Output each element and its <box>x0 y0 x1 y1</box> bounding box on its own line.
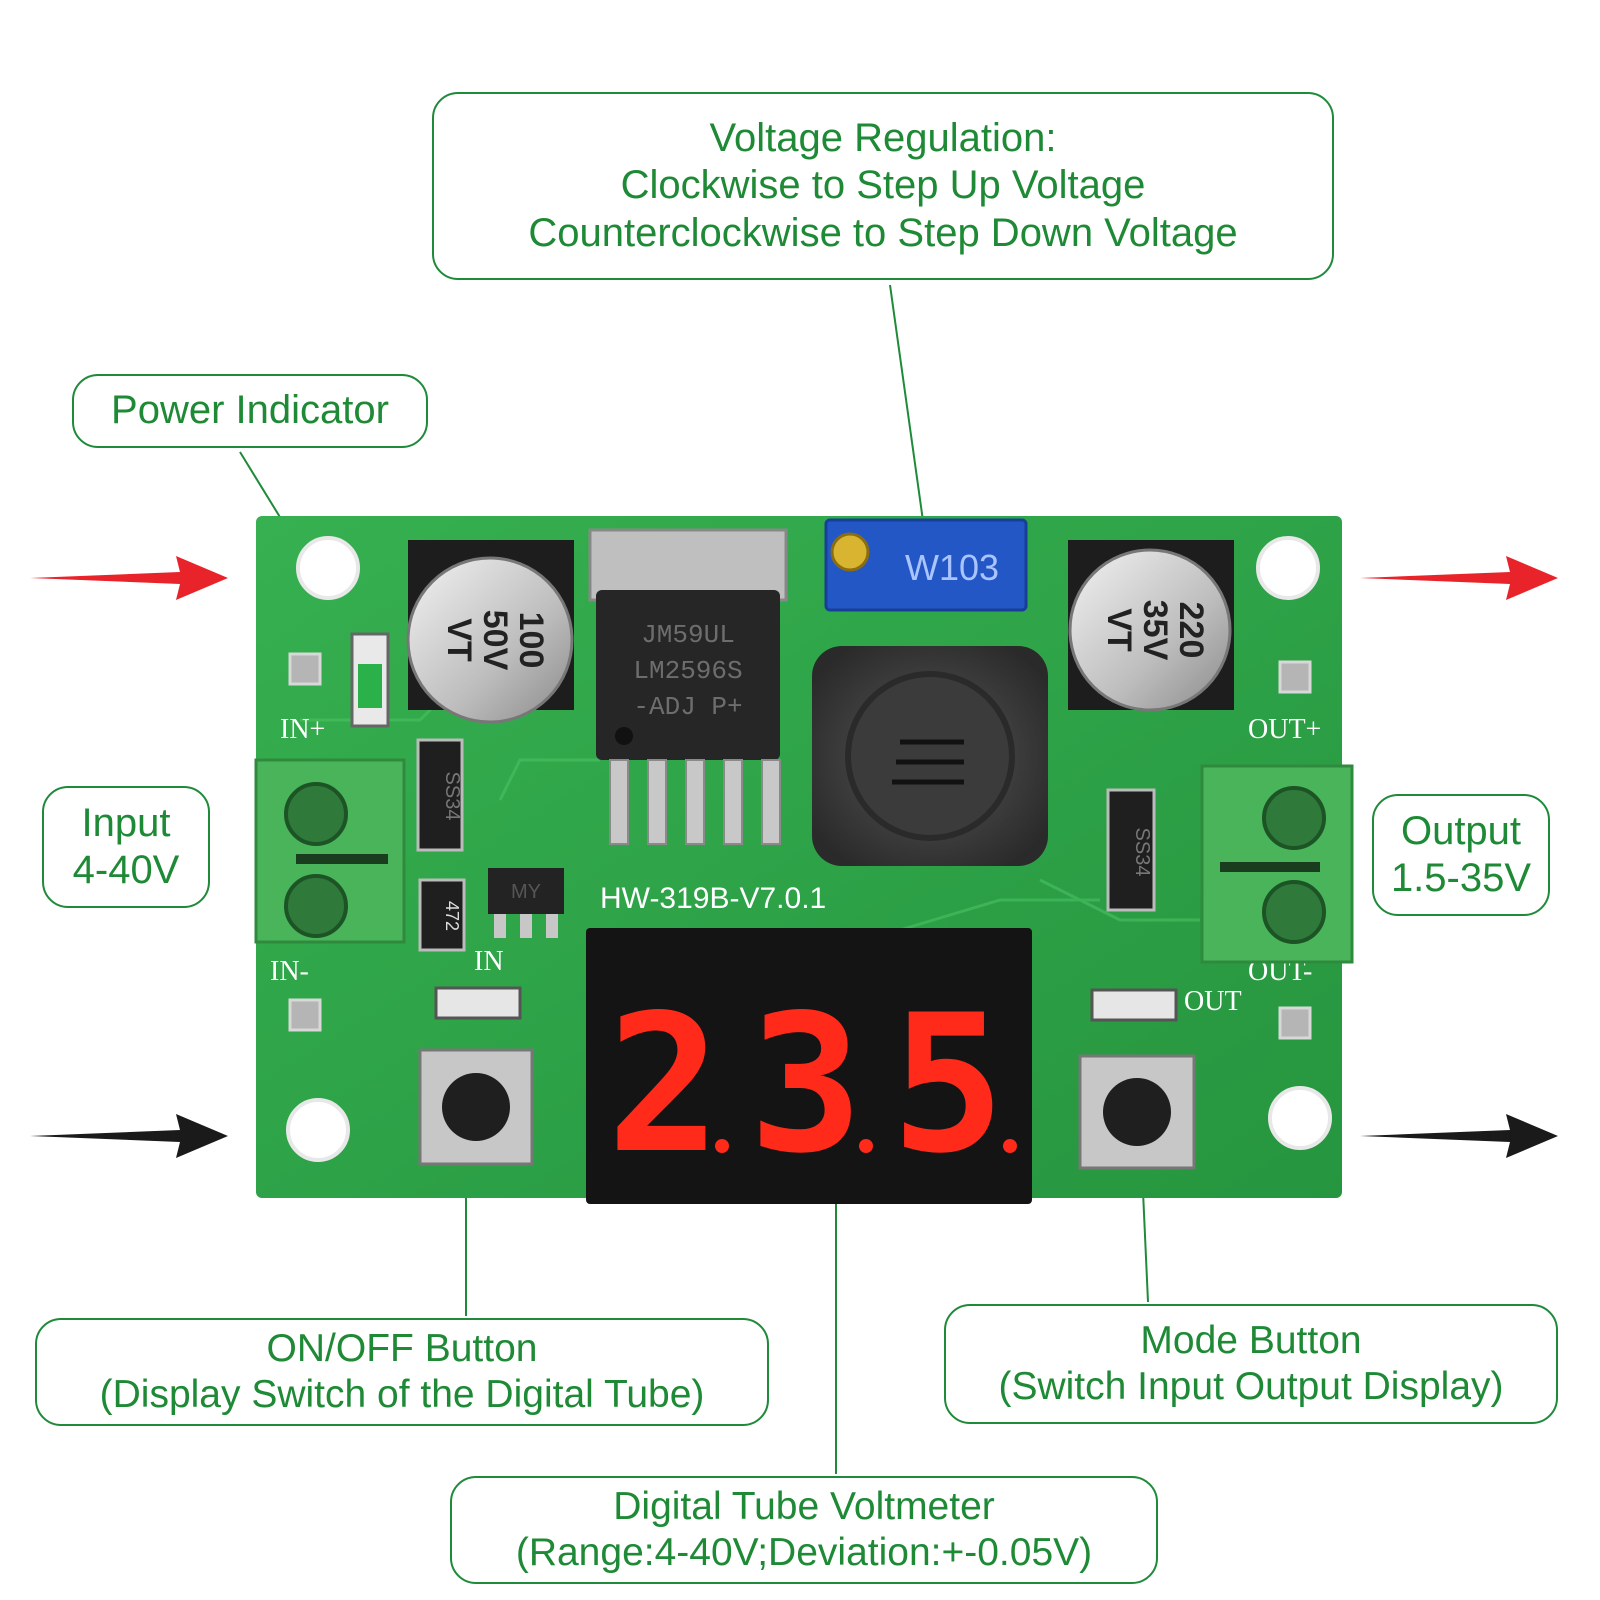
callout-line: ON/OFF Button <box>266 1326 538 1370</box>
onoff-button[interactable] <box>418 1048 534 1166</box>
output-positive-arrow <box>1360 556 1558 600</box>
potentiometer-screw-icon[interactable] <box>830 532 870 572</box>
mounting-holes <box>286 536 1332 1162</box>
callout-line: Voltage Regulation: <box>709 116 1057 161</box>
cap-right-value: 220 <box>1172 602 1210 659</box>
chip-marking-3: -ADJ P+ <box>633 692 742 722</box>
callout-line: (Display Switch of the Digital Tube) <box>99 1373 705 1416</box>
small-regulator: MY <box>488 868 564 938</box>
callout-line: Clockwise to Step Up Voltage <box>620 163 1146 208</box>
led-in-indicator <box>434 986 522 1020</box>
callout-line: Input <box>81 800 171 845</box>
display-digit-3: 5 <box>891 974 1005 1195</box>
power-indicator-callout: Power Indicator <box>72 374 428 448</box>
pin-in-minus-label: IN- <box>270 956 309 987</box>
voltage-regulation-callout: Voltage Regulation: Clockwise to Step Up… <box>432 92 1334 280</box>
callout-line: Output <box>1400 808 1522 853</box>
small-regulator-marking: MY <box>511 881 541 903</box>
cap-left-voltage: 50V <box>476 610 514 671</box>
callout-line: Counterclockwise to Step Down Voltage <box>528 210 1238 255</box>
input-negative-screw-icon[interactable] <box>284 874 348 938</box>
onoff-button-callout: ON/OFF Button (Display Switch of the Dig… <box>35 1318 769 1426</box>
input-arrows <box>30 556 228 1158</box>
decimal-point-2 <box>859 1139 873 1153</box>
callout-line: (Range:4-40V;Deviation:+-0.05V) <box>515 1531 1093 1574</box>
potentiometer-marking: W103 <box>905 547 999 588</box>
input-terminal[interactable] <box>254 758 406 944</box>
resistor-472: 472 <box>418 878 466 952</box>
model-label: HW-319B-V7.0.1 <box>600 882 826 915</box>
potentiometer[interactable]: W103 <box>824 518 1028 612</box>
resistor-marking: 472 <box>442 901 462 931</box>
output-callout: Output 1.5-35V <box>1372 794 1550 916</box>
callout-line: Power Indicator <box>111 388 389 433</box>
mode-button-cap-icon[interactable] <box>1103 1078 1171 1146</box>
led-in-label: IN <box>474 946 504 977</box>
callout-line: 1.5-35V <box>1390 856 1532 900</box>
digital-tube-callout: Digital Tube Voltmeter (Range:4-40V;Devi… <box>450 1476 1158 1584</box>
output-positive-screw-icon[interactable] <box>1262 786 1326 850</box>
input-capacitor: 100 50V VT <box>406 540 574 724</box>
display-digit-2: 3 <box>749 974 863 1195</box>
pin-out-plus-label: OUT+ <box>1248 714 1321 745</box>
output-capacitor: 220 35V VT <box>1068 540 1234 712</box>
led-out-label: OUT <box>1184 986 1242 1017</box>
callout-line: 4-40V <box>72 848 180 892</box>
lm2596-chip: JM59UL LM2596S -ADJ P+ <box>588 528 788 845</box>
cap-left-series: VT <box>440 618 478 662</box>
cap-left-value: 100 <box>512 612 550 669</box>
chip-marking-1: JM59UL <box>641 620 735 650</box>
diode-right-marking: SS34 <box>1131 828 1153 877</box>
input-positive-screw-icon[interactable] <box>284 782 348 846</box>
callout-line: Digital Tube Voltmeter <box>613 1484 995 1528</box>
output-arrows <box>1360 556 1558 1158</box>
input-positive-arrow <box>30 556 228 600</box>
chip-marking-2: LM2596S <box>633 656 742 686</box>
display-digit-1: 2 <box>607 974 721 1195</box>
inductor <box>812 646 1048 866</box>
diode-left-marking: SS34 <box>441 772 463 821</box>
mode-button[interactable] <box>1078 1054 1196 1170</box>
pin-in-plus-label: IN+ <box>280 714 325 745</box>
schottky-diode-right: SS34 <box>1106 788 1156 912</box>
digital-tube-display: 2 3 5 <box>586 928 1032 1204</box>
decimal-point-3 <box>1003 1139 1017 1153</box>
power-indicator-led <box>350 632 390 728</box>
input-callout: Input 4-40V <box>42 786 210 908</box>
mode-button-callout: Mode Button (Switch Input Output Display… <box>944 1304 1558 1424</box>
cap-right-voltage: 35V <box>1136 600 1174 661</box>
decimal-point-1 <box>715 1139 729 1153</box>
output-negative-arrow <box>1360 1114 1558 1158</box>
cap-right-series: VT <box>1100 608 1138 652</box>
schottky-diode-left: SS34 <box>416 738 464 852</box>
callout-line: (Switch Input Output Display) <box>998 1365 1504 1408</box>
led-out-indicator <box>1090 988 1178 1022</box>
onoff-button-cap-icon[interactable] <box>442 1073 510 1141</box>
output-terminal[interactable] <box>1200 764 1354 964</box>
callout-line: Mode Button <box>1140 1318 1362 1362</box>
input-negative-arrow <box>30 1114 228 1158</box>
output-negative-screw-icon[interactable] <box>1262 880 1326 944</box>
